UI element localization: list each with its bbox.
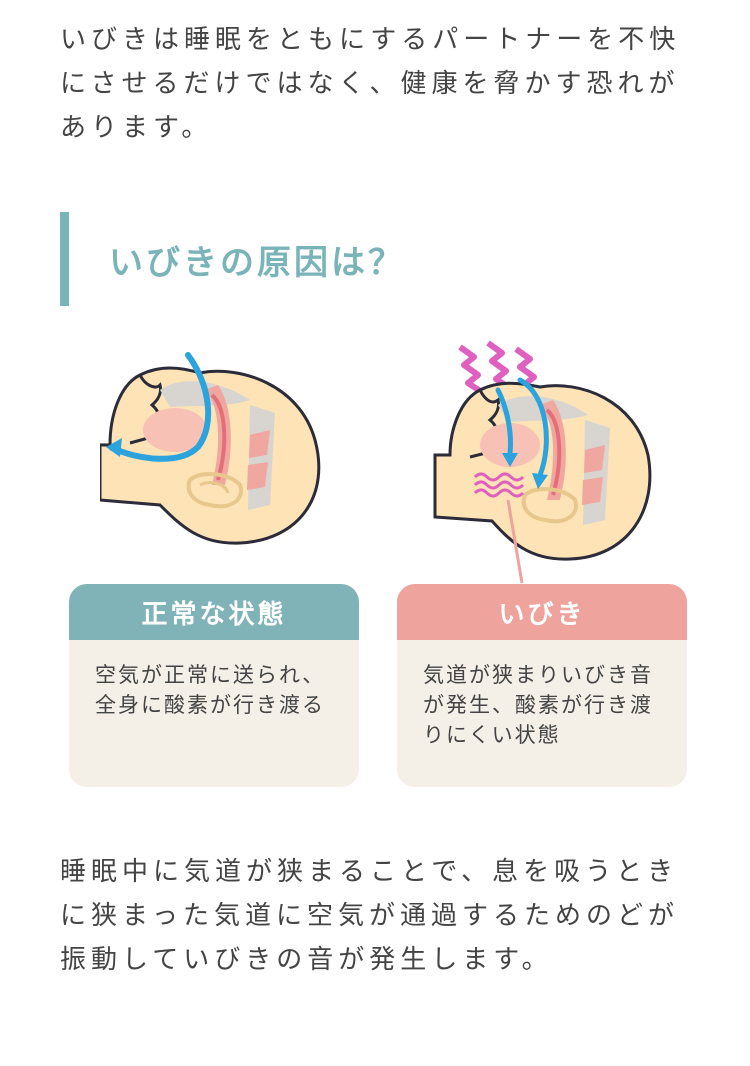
snoring-card-title: いびき (498, 599, 586, 630)
normal-state-card-header: 正常な状態 (69, 584, 359, 640)
normal-state-card-description: 空気が正常に送られ、 全身に酸素が行き渡る (95, 663, 326, 717)
snoring-card-header: いびき (397, 584, 687, 640)
normal-state-card-title: 正常な状態 (141, 599, 287, 630)
snoring-card-description: 気道が狭まりいびき音 が発生、酸素が行き渡 りにくい状態 (423, 663, 653, 747)
intro-paragraph: いびきは睡眠をともにするパートナーを不快 にさせるだけではなく、健康を脅かす恐れ… (60, 25, 681, 143)
snoring-airway-illustration (433, 340, 652, 584)
section-heading: いびきの原因は？ (60, 212, 700, 306)
snoring-card: いびき 気道が狭まりいびき音 が発生、酸素が行き渡 りにくい状態 (397, 584, 687, 787)
normal-airway-illustration (100, 352, 321, 545)
normal-state-card: 正常な状態 空気が正常に送られ、 全身に酸素が行き渡る (69, 584, 359, 787)
explanation-paragraph: 睡眠中に気道が狭まることで、息を吸うとき に狭まった気道に空気が通過するためのど… (60, 857, 679, 975)
section-heading-title: いびきの原因は？ (109, 242, 405, 283)
